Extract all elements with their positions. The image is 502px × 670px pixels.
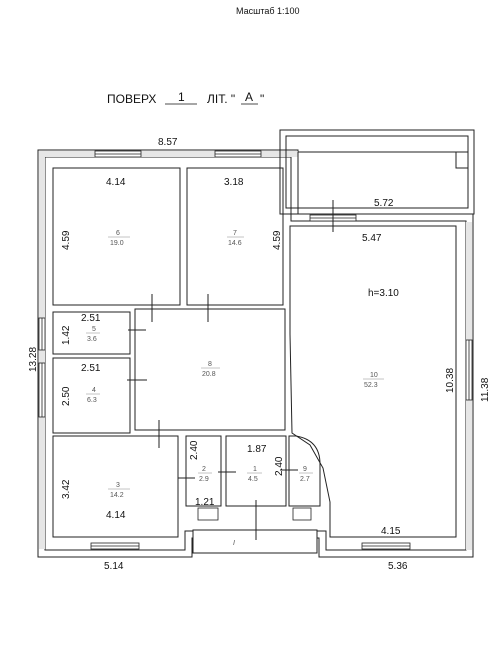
balcony <box>279 129 475 215</box>
dim-r3-bottom: 4.14 <box>106 510 126 521</box>
scale-label: Масштаб 1:100 <box>236 6 300 16</box>
dim-r7-right: 4.59 <box>272 230 283 250</box>
room-7-number: 7 <box>233 230 237 237</box>
room-3 <box>52 435 179 538</box>
dim-r10-inner-right: 10.38 <box>445 368 456 393</box>
r10-height-note: h=3.10 <box>368 288 399 299</box>
doors <box>127 200 334 540</box>
lit-value: А <box>245 90 253 104</box>
dim-r2-bottom: 1.21 <box>195 497 215 508</box>
dim-r1-right: 2.40 <box>274 456 285 476</box>
dim-bottom-right: 5.36 <box>388 561 408 572</box>
windows <box>38 150 473 550</box>
dim-r5-top: 2.51 <box>81 313 101 324</box>
dim-right-total: 11.38 <box>480 377 491 402</box>
floor-number: 1 <box>178 90 185 104</box>
room-10 <box>289 225 457 538</box>
room-10-area: 52.3 <box>364 382 378 389</box>
room-8-area: 20.8 <box>202 371 216 378</box>
porch <box>192 529 318 554</box>
room-9-area: 2.7 <box>300 476 310 483</box>
porch-label: I <box>233 540 235 547</box>
room-3-number: 3 <box>116 482 120 489</box>
lit-word: ЛІТ. " <box>207 92 235 106</box>
room-5-number: 5 <box>92 326 96 333</box>
dim-r6-top: 4.14 <box>106 177 126 188</box>
dim-r6-left: 4.59 <box>61 230 72 250</box>
dim-r10-top: 5.47 <box>362 233 382 244</box>
room-5 <box>52 311 131 355</box>
dim-balcony-width: 5.72 <box>374 198 394 209</box>
room-6-number: 6 <box>116 230 120 237</box>
room-4-number: 4 <box>92 387 96 394</box>
room-2-number: 2 <box>202 466 206 473</box>
dim-r4-top: 2.51 <box>81 363 101 374</box>
room-2 <box>185 435 222 507</box>
floor-word: ПОВЕРХ <box>107 92 156 106</box>
room-3-area: 14.2 <box>110 492 124 499</box>
room-2-area: 2.9 <box>199 476 209 483</box>
room-5-area: 3.6 <box>87 336 97 343</box>
room-7-area: 14.6 <box>228 240 242 247</box>
room-10-number: 10 <box>370 372 378 379</box>
room-4-area: 6.3 <box>87 397 97 404</box>
dim-r1-top: 1.87 <box>247 444 267 455</box>
room-9-number: 9 <box>303 466 307 473</box>
dim-r2-left: 2.40 <box>189 440 200 460</box>
dim-top-total: 8.57 <box>158 137 178 148</box>
room-8-number: 8 <box>208 361 212 368</box>
room-1-area: 4.5 <box>248 476 258 483</box>
room-6-area: 19.0 <box>110 240 124 247</box>
room-4 <box>52 357 131 434</box>
dim-left-total: 13.28 <box>28 347 39 372</box>
room-8 <box>134 308 286 431</box>
dim-r5-left: 1.42 <box>61 325 72 345</box>
dim-r10-bottom: 4.15 <box>381 526 401 537</box>
room-1-number: 1 <box>253 466 257 473</box>
lit-close: " <box>260 92 264 106</box>
dim-r4-left: 2.50 <box>61 386 72 406</box>
dim-bottom-left: 5.14 <box>104 561 124 572</box>
dim-r3-left: 3.42 <box>61 479 72 499</box>
dim-r7-top: 3.18 <box>224 177 244 188</box>
room-6 <box>52 167 181 306</box>
room-7 <box>186 167 284 306</box>
